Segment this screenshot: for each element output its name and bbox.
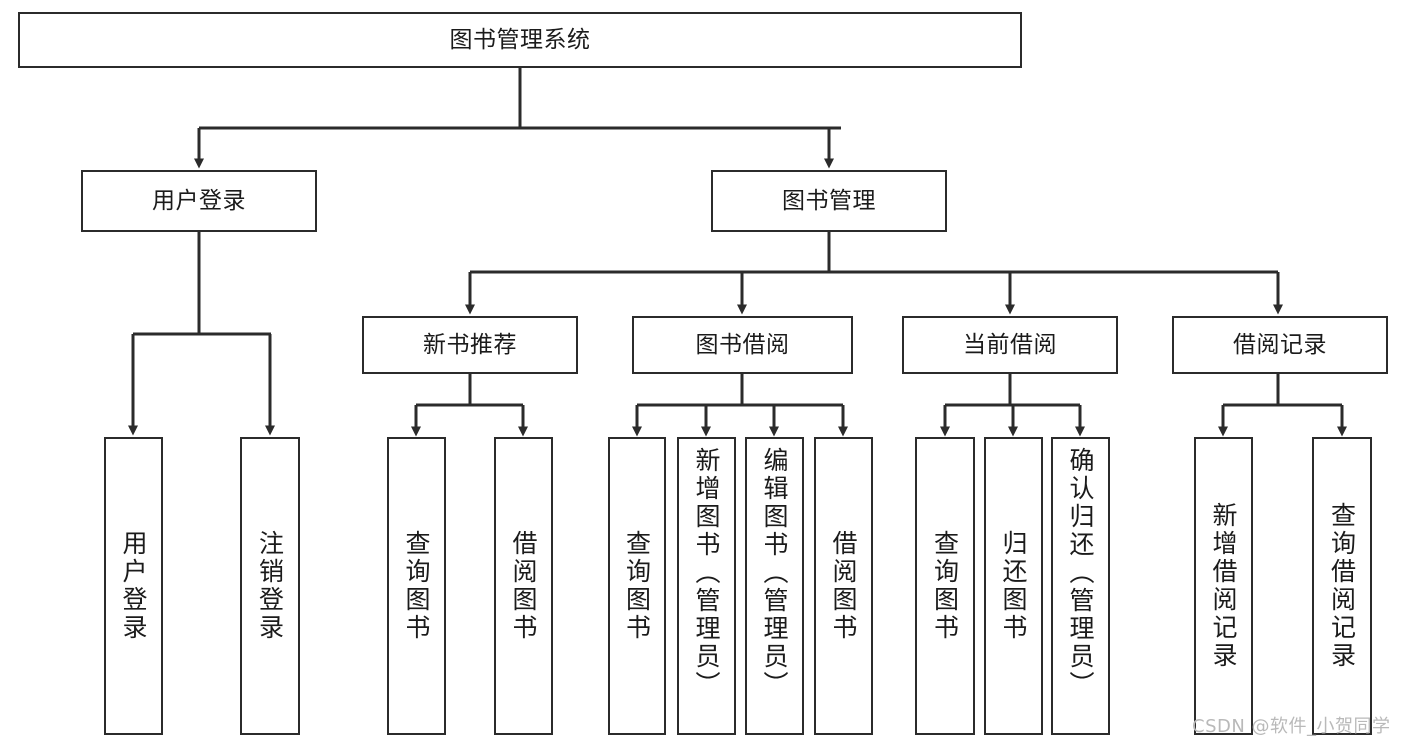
- node-label: 借阅图书: [509, 530, 538, 642]
- leaf-current-borrow-2[interactable]: 归还图书: [984, 437, 1043, 735]
- leaf-current-borrow-1[interactable]: 查询图书: [915, 437, 975, 735]
- node-label: 图书管理: [782, 187, 876, 214]
- node-book-borrow[interactable]: 图书借阅: [632, 316, 853, 374]
- node-label: 确认归还（管理员）: [1066, 447, 1095, 699]
- leaf-new-book-recommend-2[interactable]: 借阅图书: [494, 437, 553, 735]
- node-label: 查询图书: [402, 530, 431, 642]
- node-label: 借阅记录: [1233, 331, 1327, 358]
- leaf-new-book-recommend-1[interactable]: 查询图书: [387, 437, 446, 735]
- node-label: 新书推荐: [423, 331, 517, 358]
- node-label: 注销登录: [255, 530, 285, 642]
- leaf-user-login-1[interactable]: 用户登录: [104, 437, 163, 735]
- node-root-book-management-system[interactable]: 图书管理系统: [18, 12, 1022, 68]
- leaf-user-login-2[interactable]: 注销登录: [240, 437, 300, 735]
- node-user-login[interactable]: 用户登录: [81, 170, 317, 232]
- node-label: 图书借阅: [695, 331, 790, 358]
- node-label: 用户登录: [152, 187, 246, 214]
- node-label: 查询借阅记录: [1327, 502, 1357, 670]
- node-label: 编辑图书（管理员）: [760, 447, 789, 699]
- node-label: 用户登录: [119, 530, 148, 642]
- leaf-current-borrow-3[interactable]: 确认归还（管理员）: [1051, 437, 1110, 735]
- node-new-book-recommend[interactable]: 新书推荐: [362, 316, 578, 374]
- leaf-borrow-records-2[interactable]: 查询借阅记录: [1312, 437, 1372, 735]
- node-book-management[interactable]: 图书管理: [711, 170, 947, 232]
- node-label: 查询图书: [622, 530, 652, 642]
- node-label: 新增借阅记录: [1209, 502, 1238, 670]
- watermark-text: CSDN @软件_小贺同学: [1192, 716, 1391, 737]
- node-borrow-records[interactable]: 借阅记录: [1172, 316, 1388, 374]
- node-label: 新增图书（管理员）: [692, 447, 721, 699]
- leaf-book-borrow-4[interactable]: 借阅图书: [814, 437, 873, 735]
- node-label: 图书管理系统: [449, 26, 591, 53]
- node-label: 当前借阅: [963, 331, 1057, 358]
- leaf-book-borrow-2[interactable]: 新增图书（管理员）: [677, 437, 736, 735]
- node-label: 借阅图书: [829, 530, 858, 642]
- leaf-book-borrow-1[interactable]: 查询图书: [608, 437, 666, 735]
- leaf-borrow-records-1[interactable]: 新增借阅记录: [1194, 437, 1253, 735]
- leaf-book-borrow-3[interactable]: 编辑图书（管理员）: [745, 437, 804, 735]
- node-label: 查询图书: [930, 530, 960, 642]
- node-label: 归还图书: [999, 530, 1028, 642]
- node-current-borrow[interactable]: 当前借阅: [902, 316, 1118, 374]
